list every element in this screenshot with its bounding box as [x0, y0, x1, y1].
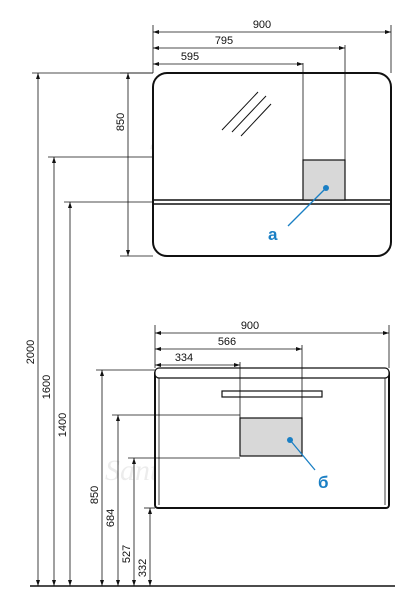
dim-label-1400: 1400 [57, 413, 69, 437]
cabinet-countertop [154, 367, 390, 379]
mirror-height-dim: 850 [115, 72, 153, 257]
cabinet-panel [239, 417, 303, 457]
dim-label-684: 684 [105, 509, 117, 527]
dim-label-850: 850 [89, 486, 101, 504]
dim-label-cabinet-334: 334 [175, 352, 193, 364]
cabinet-handle [221, 390, 323, 398]
callout-b-label: б [318, 473, 329, 492]
dim-label-332: 332 [137, 559, 149, 577]
cabinet-width-dims: 900 566 334 [154, 320, 390, 418]
mirror-shelf-panel [302, 159, 346, 201]
callout-b-dot [287, 437, 293, 443]
vertical-dims: 2000 1600 1400 850 684 527 [25, 72, 240, 586]
callout-b-leader [289, 439, 316, 471]
dim-label-mirror-595: 595 [181, 51, 199, 63]
cabinet-assembly [154, 367, 390, 509]
mirror-assembly [152, 72, 392, 257]
dim-label-mirror-900: 900 [253, 19, 271, 31]
mirror-body [152, 72, 392, 257]
dim-label-mirror-850: 850 [115, 113, 127, 131]
mirror-width-dims: 900 795 595 [152, 19, 392, 160]
callout-a-label: а [268, 225, 278, 244]
callout-b: б [287, 437, 329, 492]
callout-a-dot [323, 185, 329, 191]
dim-label-1600: 1600 [41, 375, 53, 399]
callout-a-leader [287, 187, 327, 227]
dim-label-2000: 2000 [25, 340, 37, 364]
dim-label-cabinet-900: 900 [241, 320, 259, 332]
dim-label-cabinet-566: 566 [218, 336, 236, 348]
mirror-glint-2 [231, 95, 267, 133]
mirror-glint-1 [221, 91, 259, 131]
dim-label-mirror-795: 795 [215, 35, 233, 47]
callout-a: а [268, 185, 329, 244]
mirror-glint-3 [240, 103, 272, 137]
dim-label-527: 527 [121, 545, 133, 563]
